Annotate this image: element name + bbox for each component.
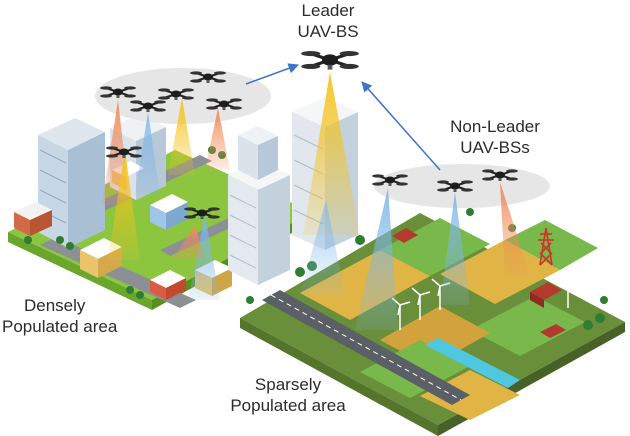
densely-populated-label: Densely Populated area xyxy=(2,295,142,337)
sparsely-populated-label: Sparsely Populated area xyxy=(218,374,358,416)
sparse-cluster-cloud xyxy=(374,164,550,208)
leader-uav-bs-label: Leader UAV-BS xyxy=(268,0,388,42)
non-leader-uav-bss-label: Non-Leader UAV-BSs xyxy=(420,116,570,158)
sparse-label-line1: Sparsely xyxy=(254,375,322,394)
coverage-beams xyxy=(102,72,530,330)
nonleader-label-line1: Non-Leader xyxy=(450,117,540,136)
dense-label-line1: Densely xyxy=(24,296,86,315)
nonleader-label-line2: UAV-BSs xyxy=(460,138,530,157)
arrow-sparse-to-leader xyxy=(361,81,441,171)
drone-icon xyxy=(299,49,361,72)
wind-turbine-icon xyxy=(391,266,596,330)
leader-label-line1: Leader xyxy=(301,1,355,20)
tower-icon xyxy=(538,227,554,266)
leader-label-line2: UAV-BS xyxy=(297,22,359,41)
dense-label-line2: Populated area xyxy=(2,317,118,336)
arrow-dense-to-leader xyxy=(245,63,299,85)
sparse-label-line2: Populated area xyxy=(230,396,346,415)
